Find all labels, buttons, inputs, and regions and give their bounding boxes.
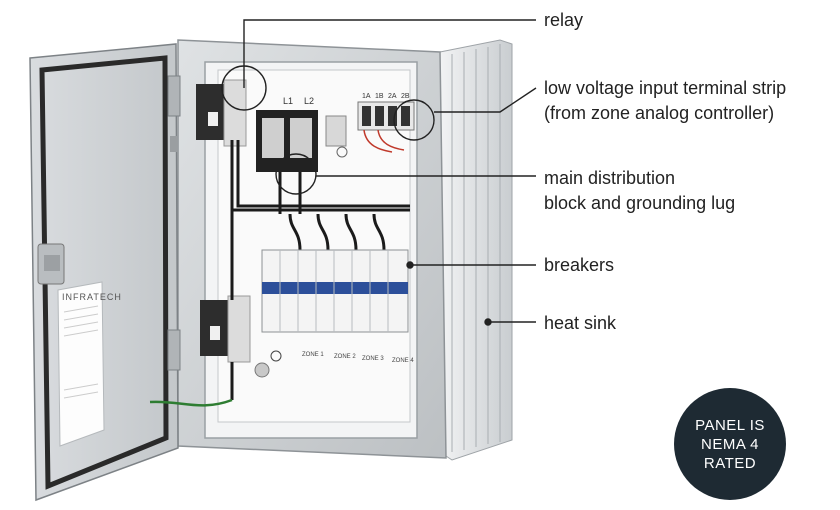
breakers-label: breakers <box>544 253 614 278</box>
bus-label-l2: L2 <box>304 96 314 106</box>
main-distribution-label-line1: main distribution <box>544 168 676 188</box>
heat-sink-point <box>484 318 492 326</box>
low-voltage-label-line2: (from zone analog controller) <box>544 103 775 123</box>
terminal-callout-circle <box>393 99 435 141</box>
heat-sink-label: heat sink <box>544 311 616 336</box>
relay-label: relay <box>544 8 583 33</box>
nema-rating-badge: PANEL IS NEMA 4 RATED <box>674 388 786 500</box>
terminal-label-1a: 1A <box>362 93 371 100</box>
breakers-point <box>406 261 414 269</box>
door-label-sticker: INFRATECH <box>57 281 122 447</box>
relay-top <box>196 79 247 147</box>
main-distribution-block: L1 L2 <box>256 96 318 172</box>
low-voltage-label: low voltage input terminal strip (from z… <box>544 76 786 126</box>
wiring <box>149 140 410 407</box>
zone-label-3: ZONE 3 <box>362 356 384 362</box>
badge-line2: NEMA 4 <box>700 435 760 453</box>
heat-sink <box>439 39 513 461</box>
relay-callout-circle <box>221 65 267 111</box>
brand-wordmark: INFRATECH <box>62 292 122 302</box>
distribution-callout-circle <box>275 153 317 195</box>
zone-label-2: ZONE 2 <box>334 354 356 360</box>
terminal-label-2b: 2B <box>401 93 410 100</box>
breakers-label-text: breakers <box>544 255 615 275</box>
badge-line1: PANEL IS <box>695 416 765 434</box>
terminal-strip: 1A 1B 2A 2B <box>357 93 415 153</box>
relay-label-text: relay <box>544 10 584 30</box>
low-voltage-label-line1: low voltage input terminal strip <box>544 78 787 98</box>
relay-bottom <box>200 295 251 363</box>
badge-line3: RATED <box>703 454 757 472</box>
breaker-bank <box>261 249 409 333</box>
enclosure-door <box>29 43 179 502</box>
ground-screw <box>254 350 282 378</box>
callout-leaders <box>221 19 537 326</box>
main-distribution-label-line2: block and grounding lug <box>544 193 736 213</box>
main-distribution-label: main distribution block and grounding lu… <box>544 166 735 216</box>
door-hinges <box>167 75 181 371</box>
terminal-label-1b: 1B <box>375 93 384 100</box>
terminal-label-2a: 2A <box>388 93 397 100</box>
zone-labels: ZONE 1 ZONE 2 ZONE 3 ZONE 4 <box>302 352 414 364</box>
zone-label-4: ZONE 4 <box>392 358 414 364</box>
bus-label-l1: L1 <box>283 96 293 106</box>
zone-label-1: ZONE 1 <box>302 352 324 358</box>
heat-sink-label-text: heat sink <box>544 313 617 333</box>
low-voltage-leader <box>434 87 537 113</box>
grounding-lug <box>325 115 348 158</box>
